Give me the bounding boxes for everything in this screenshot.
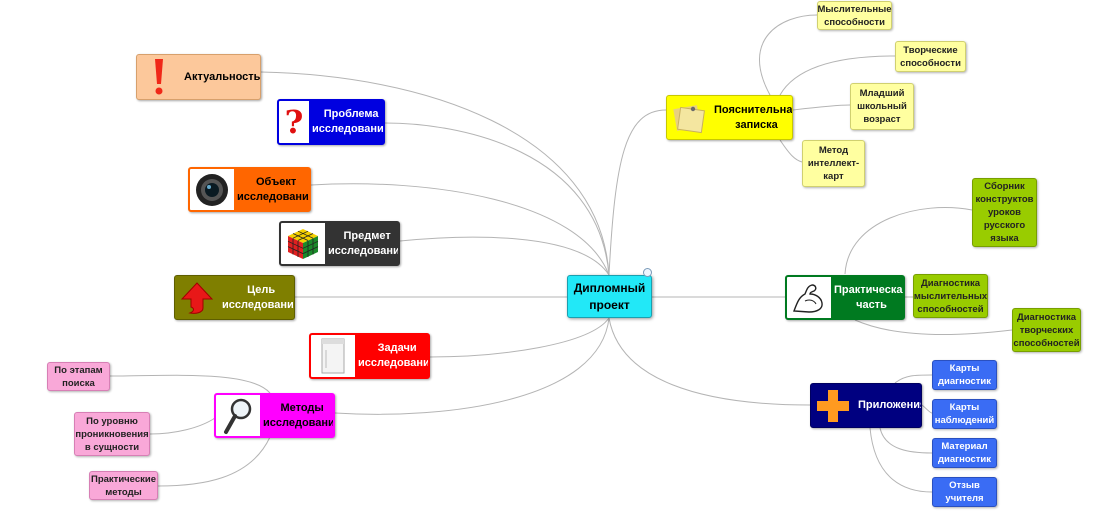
node-appendix-label: Приложения [858, 399, 922, 411]
magnifier-icon [216, 395, 260, 436]
link-problem [384, 122, 610, 276]
node-relevance[interactable]: Актуальность [136, 54, 261, 100]
appendix-leaf-teacher-review[interactable]: Отзыв учителя [932, 477, 997, 507]
plus-icon [811, 384, 855, 427]
question-mark-icon: ? [279, 101, 309, 143]
appendix-leaf-diag-cards[interactable]: Карты диагностик [932, 360, 997, 390]
rubiks-cube-icon [281, 223, 325, 264]
node-goal-label: Цель исследования [222, 283, 295, 311]
methods-leaf-practical[interactable]: Практические методы [89, 471, 158, 500]
node-subject-label: Предмет исследования [328, 229, 400, 257]
node-tasks-label: Задачи исследования [358, 342, 430, 369]
node-problem-label: Проблема исследования [312, 108, 385, 135]
note-leaf-age[interactable]: Младший школьный возраст [850, 83, 914, 130]
exclamation-icon [137, 55, 181, 99]
link-methods-3 [157, 436, 271, 487]
sticky-notes-icon [667, 96, 711, 139]
link-note-2 [779, 55, 896, 96]
link-appendix [608, 317, 811, 406]
link-appendix-1 [894, 374, 933, 384]
link-methods-1 [109, 374, 271, 394]
link-note-3 [792, 104, 851, 111]
node-methods[interactable]: Методы исследования [214, 393, 335, 438]
link-practice-1 [844, 207, 973, 275]
node-practice-label: Практическая часть [834, 283, 905, 311]
node-appendix[interactable]: Приложения [810, 383, 922, 428]
node-goal[interactable]: Цель исследования [174, 275, 295, 320]
link-methods-2 [149, 417, 216, 435]
practice-leaf-thinking-diag[interactable]: Диагностика мыслительных способностей [913, 274, 988, 318]
link-appendix-3 [879, 427, 933, 454]
note-leaf-creative[interactable]: Творческие способности [895, 41, 966, 72]
node-subject[interactable]: Предмет исследования [279, 221, 400, 266]
link-object [310, 183, 610, 276]
lens-icon [190, 169, 234, 210]
link-appendix-2 [921, 404, 933, 414]
note-badge-icon [643, 268, 652, 277]
note-leaf-method[interactable]: Метод интеллект- карт [802, 140, 865, 187]
node-relevance-label: Актуальность [184, 70, 261, 83]
root-node[interactable]: Дипломный проект [567, 275, 652, 318]
link-appendix-4 [869, 427, 933, 493]
methods-leaf-penetration[interactable]: По уровню проникновения в сущности [74, 412, 150, 456]
flexed-arm-icon [787, 277, 831, 318]
node-object[interactable]: Объект исследования [188, 167, 311, 212]
appendix-leaf-diag-material[interactable]: Материал диагностик [932, 438, 997, 468]
node-practice[interactable]: Практическая часть [785, 275, 905, 320]
node-note[interactable]: Пояснительная записка [666, 95, 793, 140]
blank-sheet-icon [311, 335, 355, 377]
node-object-label: Объект исследования [237, 175, 311, 203]
node-tasks[interactable]: Задачи исследования [309, 333, 430, 379]
appendix-leaf-observation-cards[interactable]: Карты наблюдений [932, 399, 997, 429]
link-practice-3 [854, 319, 1013, 335]
link-note [608, 109, 667, 276]
practice-leaf-creative-diag[interactable]: Диагностика творческих способностей [1012, 308, 1081, 352]
link-subject [399, 236, 610, 276]
node-note-label: Пояснительная записка [714, 103, 793, 131]
note-leaf-thinking[interactable]: Мыслительные способности [817, 1, 892, 30]
node-problem[interactable]: ? Проблема исследования [277, 99, 385, 145]
node-methods-label: Методы исследования [263, 401, 335, 429]
link-note-4 [779, 139, 803, 163]
link-note-1 [759, 14, 818, 96]
link-tasks [429, 317, 610, 358]
practice-leaf-collection[interactable]: Сборник конструктов уроков русского язык… [972, 178, 1037, 247]
up-arrow-icon [175, 276, 219, 319]
link-methods [334, 317, 610, 415]
methods-leaf-stages[interactable]: По этапам поиска [47, 362, 110, 391]
link-relevance [260, 71, 610, 276]
